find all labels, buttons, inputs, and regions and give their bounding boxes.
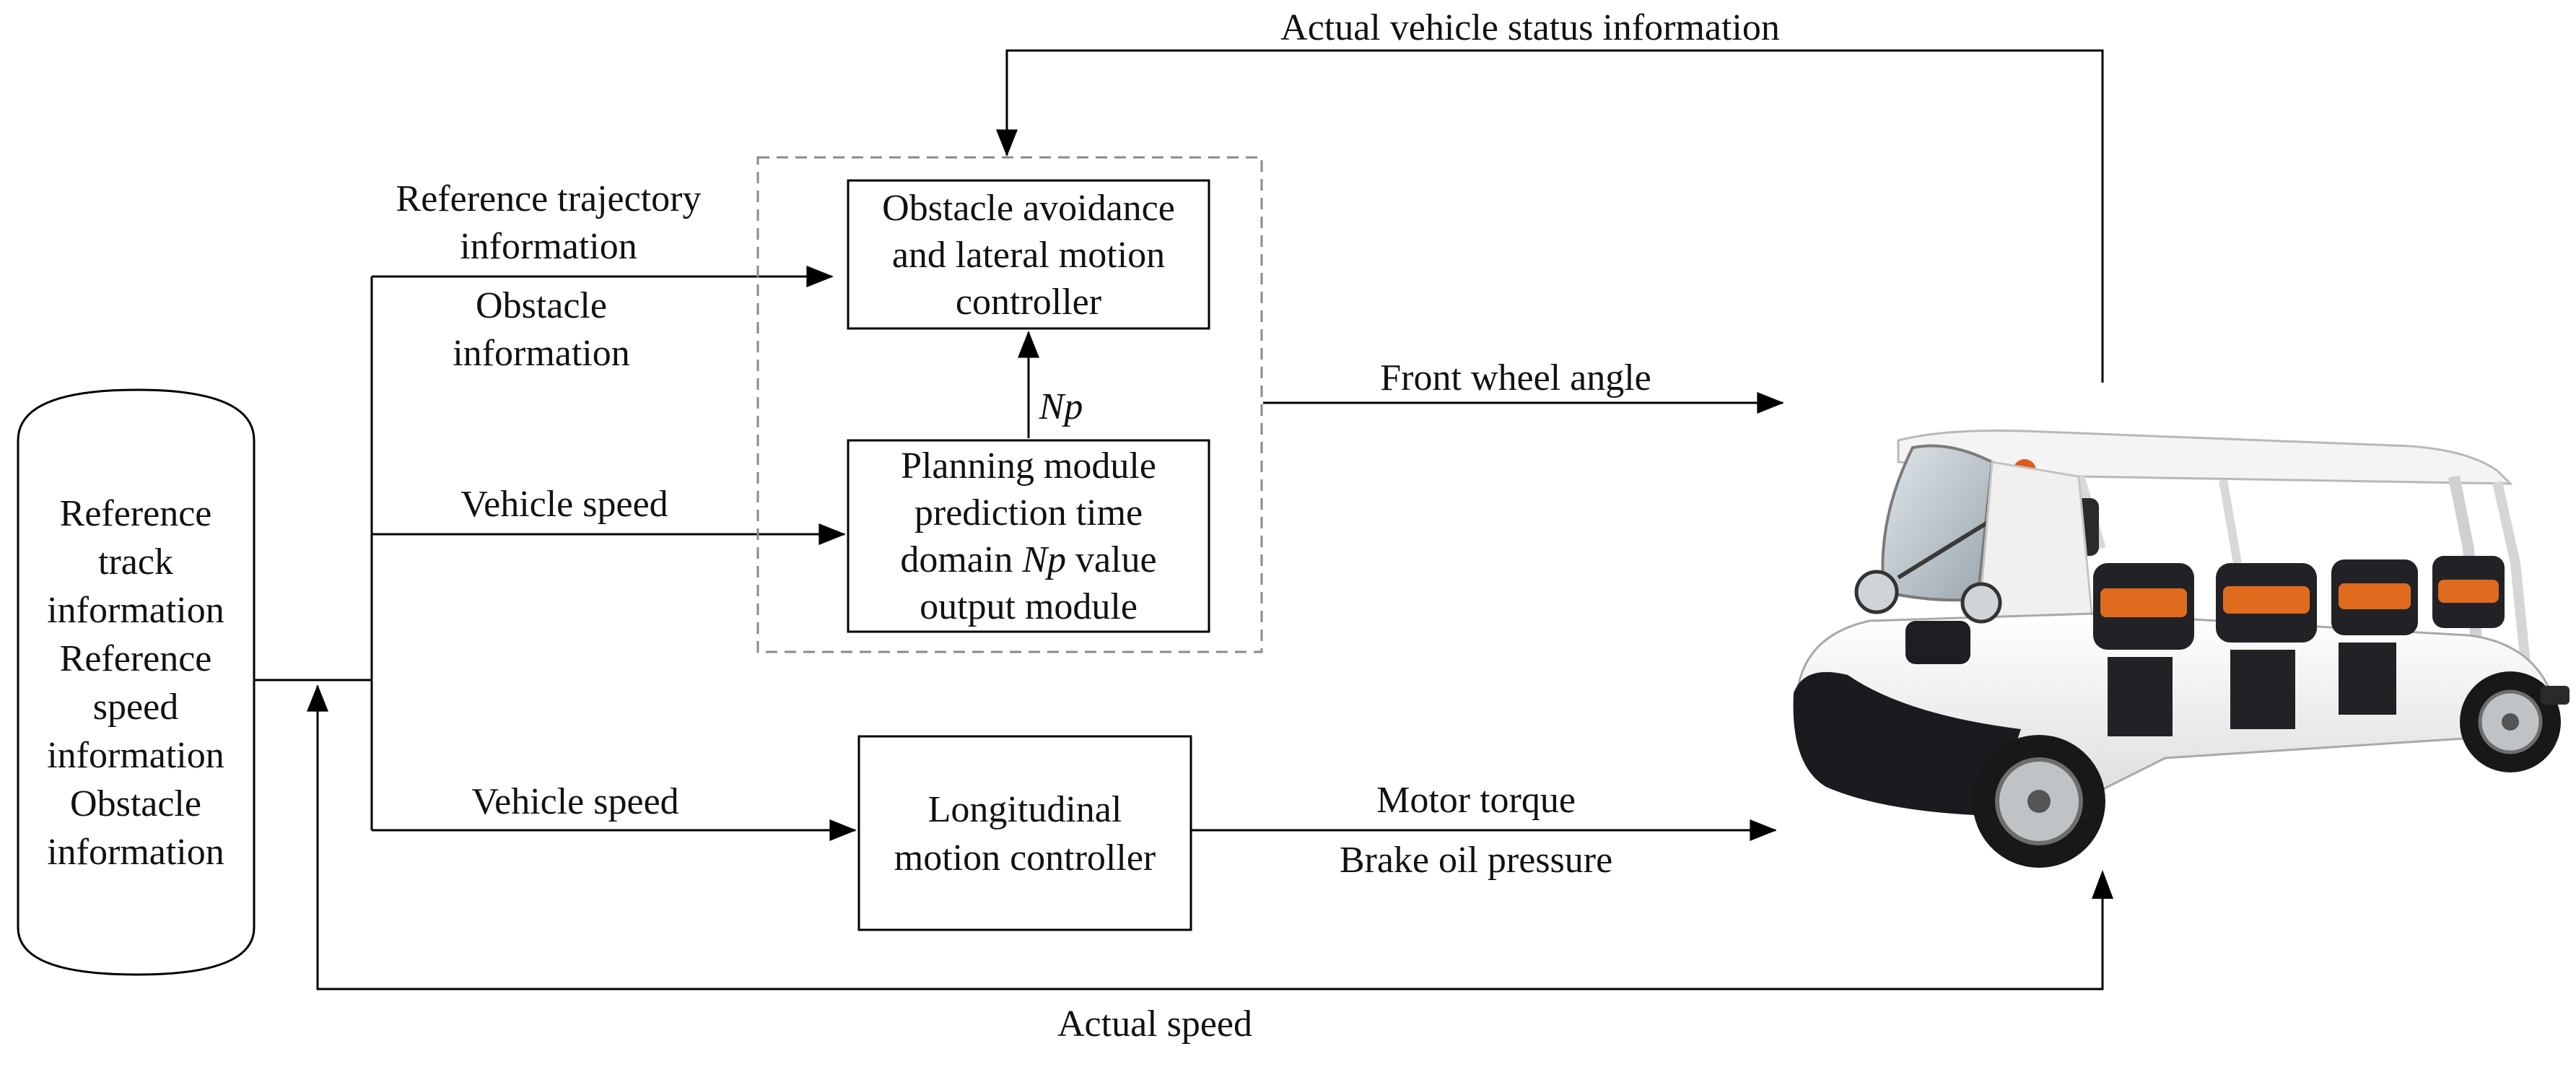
reference-trajectory-label-2: information xyxy=(460,226,637,267)
lateral-control-group xyxy=(756,156,1263,653)
obstacle-controller-line-2: and lateral motion xyxy=(892,235,1165,276)
obstacle-controller-line-1: Obstacle avoidance xyxy=(882,188,1175,229)
status-feedback-arrow xyxy=(996,49,2104,383)
front-wheel xyxy=(1973,735,2105,868)
sightseeing-cart-picture xyxy=(1793,430,2570,868)
vehicle-speed-upper-label: Vehicle speed xyxy=(460,484,668,525)
cylinder-line-4: Reference xyxy=(60,638,212,679)
cylinder-line-5: speed xyxy=(93,687,178,728)
planning-module-box xyxy=(847,439,1210,633)
longitudinal-controller-box xyxy=(857,735,1192,931)
planning-module-text: Planning module prediction time domain N… xyxy=(900,445,1156,627)
reference-database-cylinder xyxy=(17,388,256,976)
obstacle-controller-box xyxy=(847,179,1210,330)
cylinder-text: Reference track information Reference sp… xyxy=(47,493,224,873)
cylinder-line-8: information xyxy=(47,832,224,873)
np-variable: Np xyxy=(1021,539,1066,580)
cylinder-line-2: track xyxy=(98,541,173,583)
longitudinal-controller-text: Longitudinal motion controller xyxy=(894,789,1156,879)
reference-trajectory-label-1: Reference trajectory xyxy=(396,178,702,219)
connectors xyxy=(254,49,2104,990)
obstacle-controller-text: Obstacle avoidance and lateral motion co… xyxy=(882,188,1175,323)
rear-wheel xyxy=(2460,671,2561,772)
planning-module-line-3: domain Np value xyxy=(900,539,1156,580)
car-input-arrowhead xyxy=(2092,870,2113,899)
obstacle-info-label-1: Obstacle xyxy=(476,285,607,326)
cylinder-line-7: Obstacle xyxy=(70,783,201,824)
motor-torque-label: Motor torque xyxy=(1376,780,1576,821)
actual-speed-label: Actual speed xyxy=(1057,1003,1252,1045)
brake-oil-pressure-label: Brake oil pressure xyxy=(1340,840,1612,881)
np-label: Np xyxy=(1039,386,1083,427)
front-wheel-angle-label: Front wheel angle xyxy=(1380,357,1651,399)
cylinder-line-6: information xyxy=(47,735,224,776)
planning-module-line-1: Planning module xyxy=(901,445,1156,487)
cylinder-line-3: information xyxy=(47,590,224,631)
vehicle-speed-lower-label: Vehicle speed xyxy=(471,781,678,822)
actual-status-label: Actual vehicle status information xyxy=(1280,7,1780,48)
obstacle-controller-line-3: controller xyxy=(956,282,1101,323)
cylinder-line-1: Reference xyxy=(60,493,212,534)
longitudinal-controller-line-2: motion controller xyxy=(894,837,1156,879)
planning-module-line-2: prediction time xyxy=(914,492,1143,534)
planning-module-line-4: output module xyxy=(920,586,1138,627)
longitudinal-controller-line-1: Longitudinal xyxy=(928,789,1122,830)
obstacle-info-label-2: information xyxy=(453,333,630,374)
